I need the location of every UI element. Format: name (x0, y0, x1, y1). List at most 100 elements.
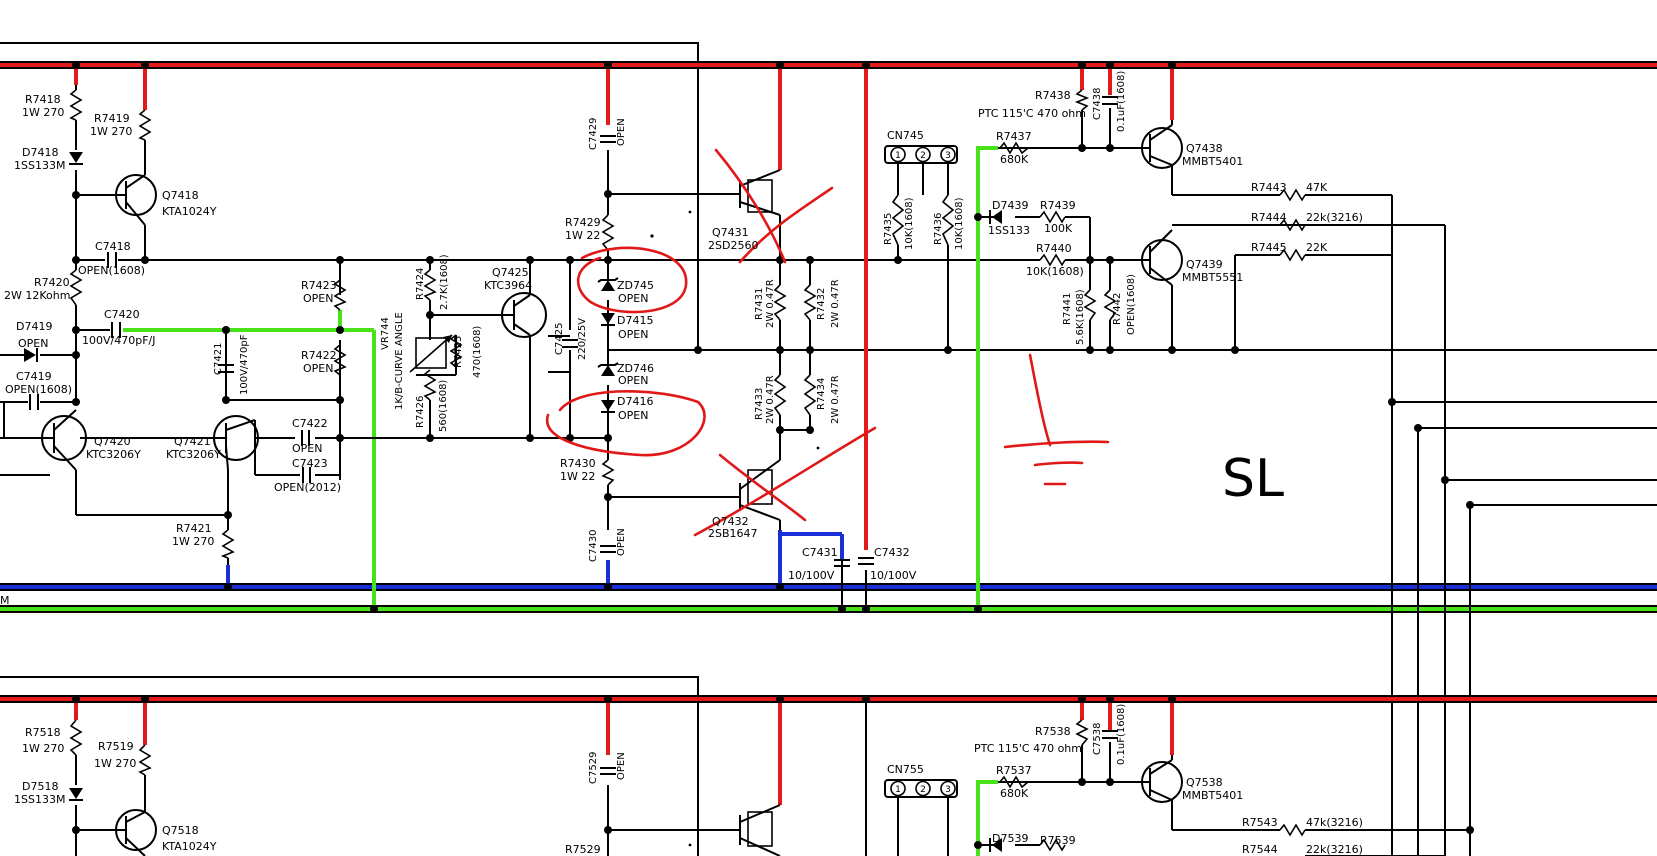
label-zd746-ref: ZD746 (617, 362, 654, 375)
label-r7543-val: 47k(3216) (1306, 816, 1363, 829)
label-r7426-val: 560(1608) (438, 380, 449, 432)
label-r7438-ref: R7438 (1035, 89, 1071, 102)
label-r7443-val: 47K (1306, 181, 1328, 194)
label-q7425-val: KTC3964 (484, 279, 532, 292)
hand-annotations (545, 148, 1110, 847)
label-d7418-ref: D7418 (22, 146, 58, 159)
label-d7518-ref: D7518 (22, 780, 58, 793)
label-r7438-val: PTC 115'C 470 ohm (978, 107, 1086, 120)
resistor-r7435 (891, 194, 905, 246)
label-q7431-val: 2SD2560 (708, 239, 758, 252)
label-r7421-ref: R7421 (176, 522, 212, 535)
label-q7425-ref: Q7425 (492, 266, 529, 279)
label-r7431-val: 2W 0.47R (765, 279, 776, 328)
label-r7439-ref: R7439 (1040, 199, 1076, 212)
cn755-pin-3: 3 (945, 785, 951, 795)
label-r7537-val: 680K (1000, 787, 1029, 800)
label-q7518-ref: Q7518 (162, 824, 199, 837)
label-c7429-val: OPEN (616, 118, 627, 146)
resistor-r7519 (138, 744, 152, 776)
resistor-r7434 (803, 374, 817, 416)
transistor-q7425 (501, 292, 547, 338)
label-r7529-ref: R7529 (565, 843, 601, 856)
label-d7539-ref: D7539 (992, 832, 1028, 845)
cn745-pin-1: 1 (895, 151, 901, 161)
diode-zd745 (597, 277, 619, 291)
resistor-r7420 (69, 269, 83, 306)
label-r7429-ref: R7429 (565, 216, 601, 229)
label-r7444-val: 22k(3216) (1306, 211, 1363, 224)
label-r7423-ref: R7423 (301, 279, 337, 292)
label-c7421-ref: C7421 (213, 343, 224, 375)
resistor-r7441 (1083, 289, 1097, 321)
label-c7425-ref: C7425 (554, 323, 565, 355)
label-d7418-val: 1SS133M (14, 159, 65, 172)
edge-text: M (0, 594, 10, 607)
capacitor-c7418 (107, 252, 117, 268)
resistor-r7419 (138, 109, 152, 141)
resistor-r7437 (999, 141, 1029, 155)
capacitor-c7430 (600, 545, 616, 553)
label-r7437-val: 680K (1000, 153, 1029, 166)
transistor-q7438 (1141, 124, 1183, 169)
label-r7439-val: 100K (1044, 222, 1073, 235)
label-c7538-val: 0.1uF(1608) (1116, 704, 1127, 765)
label-r7544-ref: R7544 (1242, 843, 1278, 856)
label-c7422-ref: C7422 (292, 417, 328, 430)
label-r7442-val: OPEN(1608) (1126, 274, 1137, 335)
label-r7418-val: 1W 270 (22, 106, 64, 119)
capacitor-c7438 (1102, 96, 1118, 105)
label-c7431-val: 10/100V (788, 569, 835, 582)
connector-pins: 1 2 3 1 2 3 (890, 146, 956, 797)
label-d7416-val: OPEN (618, 409, 648, 422)
label-zd746-val: OPEN (618, 374, 648, 387)
transistor-q7518 (76, 809, 157, 856)
label-q7439-val: MMBT5551 (1182, 271, 1243, 284)
label-vr744-ref: VR744 (380, 317, 391, 350)
label-r7440-ref: R7440 (1036, 242, 1072, 255)
label-c7423-val: OPEN(2012) (274, 481, 341, 494)
label-r7519-val: 1W 270 (94, 757, 136, 770)
label-r7435-ref: R7435 (883, 213, 894, 245)
label-d7439-val: 1SS133 (988, 224, 1030, 237)
label-r7424-val: 2.7K(1608) (439, 254, 450, 310)
label-r7425-val: 470(1608) (472, 326, 483, 378)
capacitor-c7429 (600, 135, 616, 143)
transistor-lower-output (739, 804, 781, 856)
cn755-pin-1: 1 (895, 785, 901, 795)
lower-channel-wiring (0, 676, 1657, 856)
label-d7439-ref: D7439 (992, 199, 1028, 212)
resistor-r7438 (1074, 89, 1090, 111)
resistor-r7422 (333, 344, 347, 376)
transistor-q7432 (739, 459, 781, 521)
label-c7430-val: OPEN (616, 528, 627, 556)
label-r7440-val: 10K(1608) (1026, 265, 1084, 278)
label-r7426-ref: R7426 (415, 396, 426, 428)
label-c7438-ref: C7438 (1092, 88, 1103, 120)
label-c7529-ref: C7529 (588, 752, 599, 784)
resistor-r7429 (601, 214, 615, 251)
component-symbols (0, 89, 1306, 856)
resistor-r7445 (1279, 248, 1306, 262)
circle-mark-d7416 (545, 390, 706, 457)
label-r7432-val: 2W 0.47R (830, 279, 841, 328)
resistor-r7439 (1039, 210, 1066, 224)
label-r7442-ref: R7442 (1112, 293, 1123, 325)
label-c7431-ref: C7431 (802, 546, 838, 559)
capacitor-c7538 (1102, 730, 1118, 739)
label-q7518-val: KTA1024Y (162, 840, 217, 853)
label-r7432-ref: R7432 (816, 288, 827, 320)
label-q7438-ref: Q7438 (1186, 142, 1223, 155)
connector-cn745 (884, 145, 958, 164)
label-r7424-ref: R7424 (415, 268, 426, 300)
capacitor-c7425 (562, 339, 578, 348)
label-r7519-ref: R7519 (98, 740, 134, 753)
diode-zd746 (597, 362, 619, 376)
capacitor-c7423 (302, 467, 311, 483)
resistor-r7443 (1279, 188, 1306, 202)
resistor-r7538 (1075, 719, 1089, 746)
label-r7434-ref: R7434 (816, 378, 827, 410)
label-c7421-val: 100V/470pF (239, 334, 250, 395)
label-zd745-val: OPEN (618, 292, 648, 305)
